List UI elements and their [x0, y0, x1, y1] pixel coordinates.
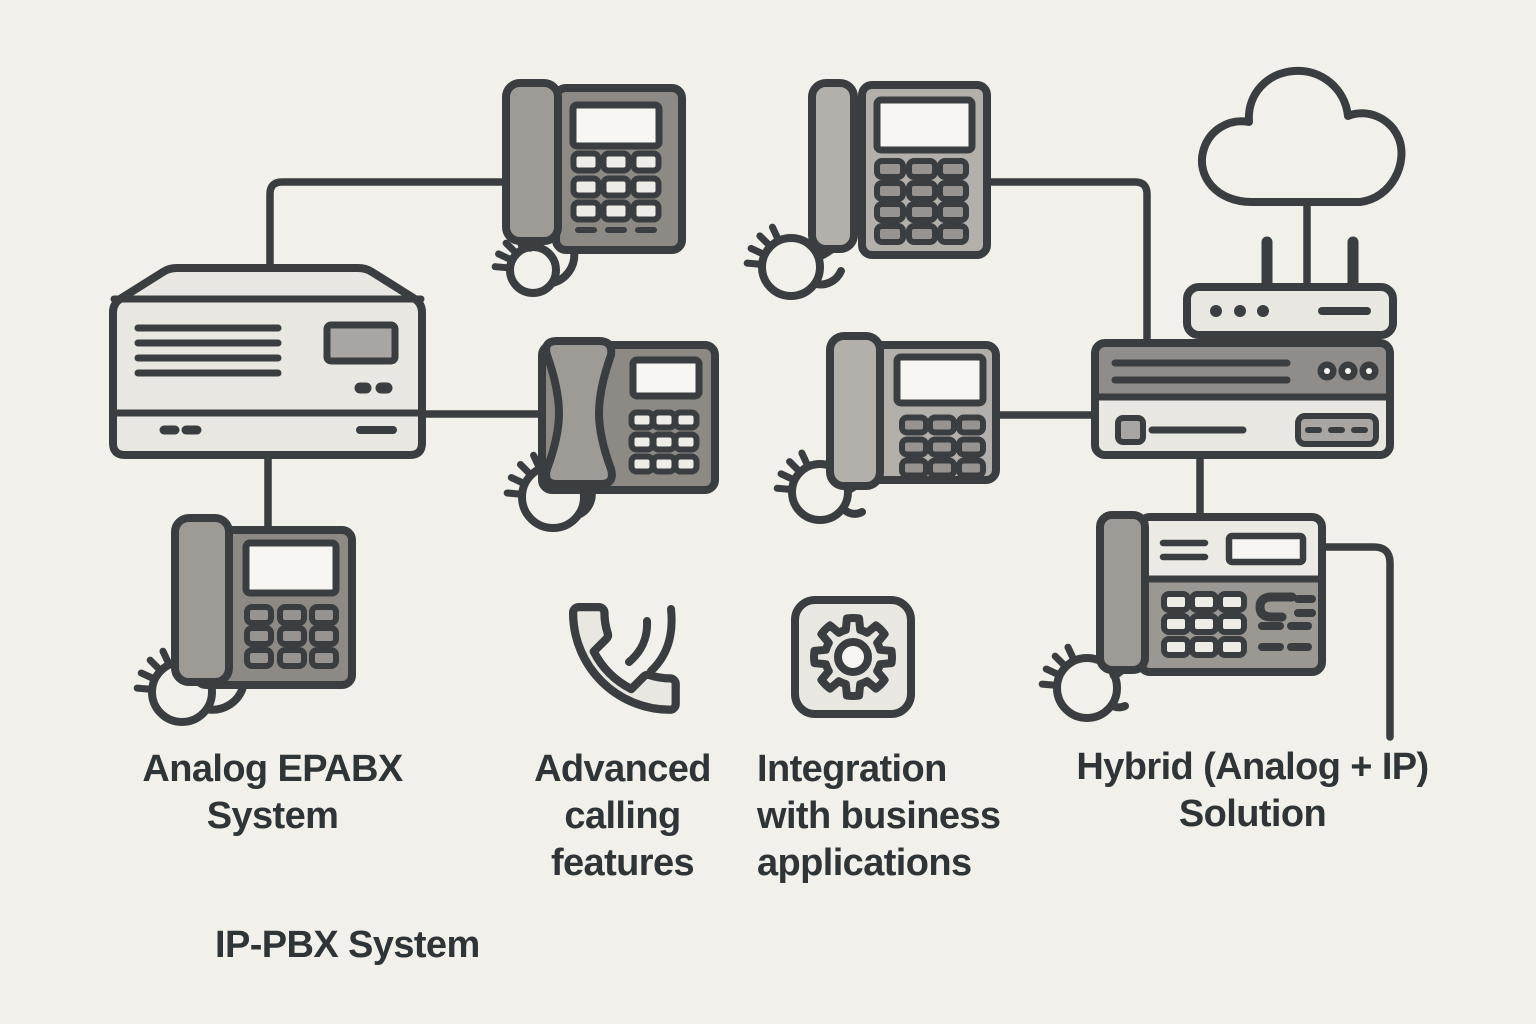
label-ip-pbx-system: IP-PBX System — [215, 922, 535, 969]
connection-lines — [264, 178, 1394, 741]
label-line: Integration — [757, 748, 947, 790]
label-advanced-calling-features: Advanced calling features — [500, 746, 745, 887]
settings-gear-icon — [791, 596, 915, 718]
fax-machine-icon — [1038, 511, 1326, 722]
wifi-router-icon — [1183, 236, 1397, 347]
label-line: IP-PBX System — [215, 924, 480, 966]
call-waves-icon — [568, 602, 680, 714]
label-line: features — [550, 842, 695, 884]
epabx-unit-icon — [109, 264, 426, 459]
rack-server-icon — [1091, 339, 1394, 459]
label-analog-epabx-system: Analog EPABX System — [85, 746, 460, 840]
label-line: System — [206, 795, 339, 837]
cloud-icon — [1197, 66, 1406, 206]
desk-phone-top-middle — [743, 79, 991, 300]
desk-phone-bottom-left — [133, 514, 356, 726]
desk-phone-middle-right — [773, 332, 1000, 524]
label-line: with business — [757, 795, 1001, 837]
label-hybrid-solution: Hybrid (Analog + IP) Solution — [1055, 744, 1450, 838]
label-line: calling — [564, 795, 681, 837]
label-line: applications — [757, 842, 972, 884]
desk-phone-top-left — [491, 79, 686, 297]
label-line: Analog EPABX — [142, 748, 403, 790]
label-line: Solution — [1178, 793, 1327, 835]
label-integration-business-applications: Integration with business applications — [757, 746, 1037, 887]
desk-phone-middle — [503, 337, 719, 532]
label-line: Advanced — [534, 748, 711, 790]
label-line: Hybrid (Analog + IP) — [1076, 746, 1429, 788]
